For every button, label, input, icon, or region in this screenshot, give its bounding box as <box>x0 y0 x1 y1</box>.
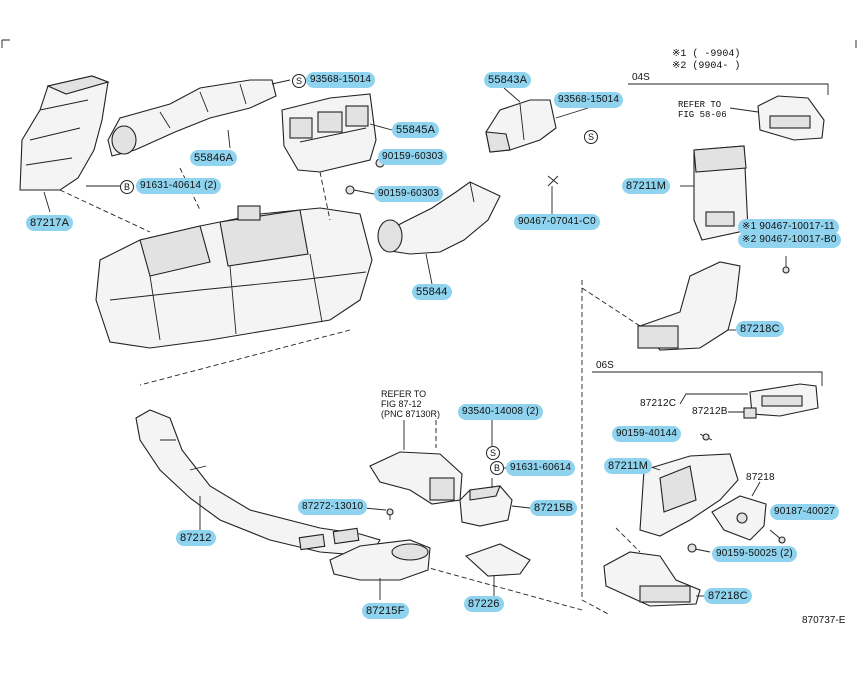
part-label-55845A[interactable]: 55845A <box>392 122 440 138</box>
bracket-06s <box>592 371 823 386</box>
part-label-90159-60303[interactable]: 90159-60303 <box>378 149 448 165</box>
duct-center-refer-87-12 <box>369 451 463 505</box>
leader <box>425 253 433 285</box>
part-label-93568-15014[interactable]: 93568-15014 <box>554 92 624 108</box>
duct-87215F <box>329 539 431 581</box>
part-label-87212[interactable]: 87212 <box>176 530 216 546</box>
leader <box>615 527 641 553</box>
leader <box>555 107 589 119</box>
leader <box>227 129 231 149</box>
duct-55844 <box>377 181 501 255</box>
symbol-b: B <box>120 180 134 194</box>
duct-87212 <box>135 409 381 557</box>
screw-90467-07041 <box>547 175 559 187</box>
vent-refer-58-06 <box>757 95 825 141</box>
variant-label-06s: 06S <box>596 360 614 371</box>
leader <box>319 171 331 221</box>
legend-note-1: ※1 ( -9904) <box>672 49 741 60</box>
symbol-s: S <box>584 130 598 144</box>
part-label-87218C[interactable]: 87218C <box>704 588 752 604</box>
duct-55846A <box>107 79 277 157</box>
part-label-87226[interactable]: 87226 <box>464 596 504 612</box>
symbol-b: B <box>490 461 504 475</box>
leader <box>581 287 641 327</box>
screw-90187-40027-head <box>778 536 786 544</box>
vent-55845A <box>281 93 377 173</box>
diagram-id: 870737-E <box>802 615 846 626</box>
part-label-90159-40144[interactable]: 90159-40144 <box>612 426 682 442</box>
leader <box>581 280 611 616</box>
symbol-s: S <box>292 74 306 88</box>
leader <box>271 79 291 85</box>
part-label-55846A[interactable]: 55846A <box>190 150 238 166</box>
part-label-93540-14008[interactable]: 93540-14008 (2) <box>458 404 543 420</box>
bracket-87218 <box>711 495 767 541</box>
part-label-87211M[interactable]: 87211M <box>622 178 671 194</box>
part-label-87218C[interactable]: 87218C <box>736 321 784 337</box>
part-label-87218[interactable]: 87218 <box>746 472 775 483</box>
part-label-87272-13010[interactable]: 87272-13010 <box>298 499 368 515</box>
part-label-90467-10017-B0[interactable]: ※2 90467-10017-B0 <box>738 232 841 248</box>
variant-label-04s: 04S <box>632 72 650 83</box>
duct-87217A <box>19 75 110 191</box>
part-label-87211M[interactable]: 87211M <box>604 458 653 474</box>
clip-87272-13010-head <box>386 508 394 516</box>
leader <box>751 481 761 497</box>
leader <box>503 87 521 103</box>
part-label-87212C[interactable]: 87212C <box>640 398 677 409</box>
corner-mark <box>1 39 857 48</box>
part-label-91631-60614[interactable]: 91631-60614 <box>506 460 576 476</box>
duct-87218C-bottom <box>603 551 701 607</box>
leader <box>511 505 531 509</box>
vent-87212C <box>749 383 819 417</box>
duct-55843A <box>485 99 557 153</box>
part-label-90159-50025[interactable]: 90159-50025 (2) <box>712 546 797 562</box>
part-label-91631-40614[interactable]: 91631-40614 (2) <box>136 178 221 194</box>
leader <box>369 123 393 131</box>
part-label-87212B[interactable]: 87212B <box>692 406 728 417</box>
duct-87211M-04s <box>693 145 749 241</box>
leader <box>139 329 351 386</box>
part-label-90467-10017-11[interactable]: ※1 90467-10017-11 <box>738 219 839 235</box>
part-label-55843A[interactable]: 55843A <box>484 72 532 88</box>
heater-unit <box>95 205 373 349</box>
duct-87211M-06s <box>639 453 739 537</box>
leader <box>363 507 387 511</box>
leader <box>43 191 51 213</box>
screw-90159-50025-head <box>687 543 697 553</box>
bracket-04s <box>628 83 829 95</box>
duct-87215B <box>459 485 513 527</box>
leader <box>59 189 151 233</box>
part-label-87217A[interactable]: 87217A <box>26 215 74 231</box>
part-label-55844[interactable]: 55844 <box>412 284 452 300</box>
leader <box>679 393 748 413</box>
part-label-87215F[interactable]: 87215F <box>362 603 409 619</box>
duct-87218C-top <box>637 261 741 351</box>
part-label-90187-40027[interactable]: 90187-40027 <box>770 504 840 520</box>
part-label-93568-15014[interactable]: 93568-15014 <box>306 72 376 88</box>
part-label-90159-60303[interactable]: 90159-60303 <box>374 186 444 202</box>
screw-90467-10017-head <box>782 266 790 274</box>
screw-90159-40144-head <box>702 433 710 441</box>
plate-87226 <box>464 543 531 596</box>
part-label-90467-07041-C0[interactable]: 90467-07041-C0 <box>514 214 600 230</box>
clip-87212B <box>743 407 757 419</box>
part-label-87215B[interactable]: 87215B <box>530 500 578 516</box>
legend-note-2: ※2 (9904- ) <box>672 61 741 72</box>
leader <box>729 107 759 113</box>
symbol-s: S <box>486 446 500 460</box>
